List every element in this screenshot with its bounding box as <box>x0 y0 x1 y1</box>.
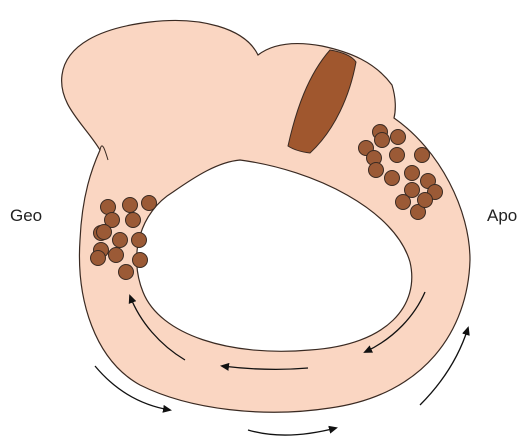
particle <box>126 213 141 228</box>
particle <box>396 195 411 210</box>
particle <box>123 198 138 213</box>
particle <box>91 251 106 266</box>
particle <box>390 148 405 163</box>
particle <box>133 253 148 268</box>
particle <box>109 248 124 263</box>
particle <box>132 233 147 248</box>
particle <box>391 130 406 145</box>
particle <box>385 171 400 186</box>
particle <box>415 148 430 163</box>
particle <box>418 193 433 208</box>
particle <box>97 225 112 240</box>
particle <box>113 233 128 248</box>
particle <box>119 265 134 280</box>
particle <box>375 133 390 148</box>
outer-arrow-bottom <box>248 428 336 435</box>
particle <box>142 196 157 211</box>
label-geo: Geo <box>10 207 42 224</box>
particle <box>369 163 384 178</box>
label-apo: Apo <box>487 207 517 224</box>
cell-body <box>62 20 470 412</box>
particle <box>405 166 420 181</box>
